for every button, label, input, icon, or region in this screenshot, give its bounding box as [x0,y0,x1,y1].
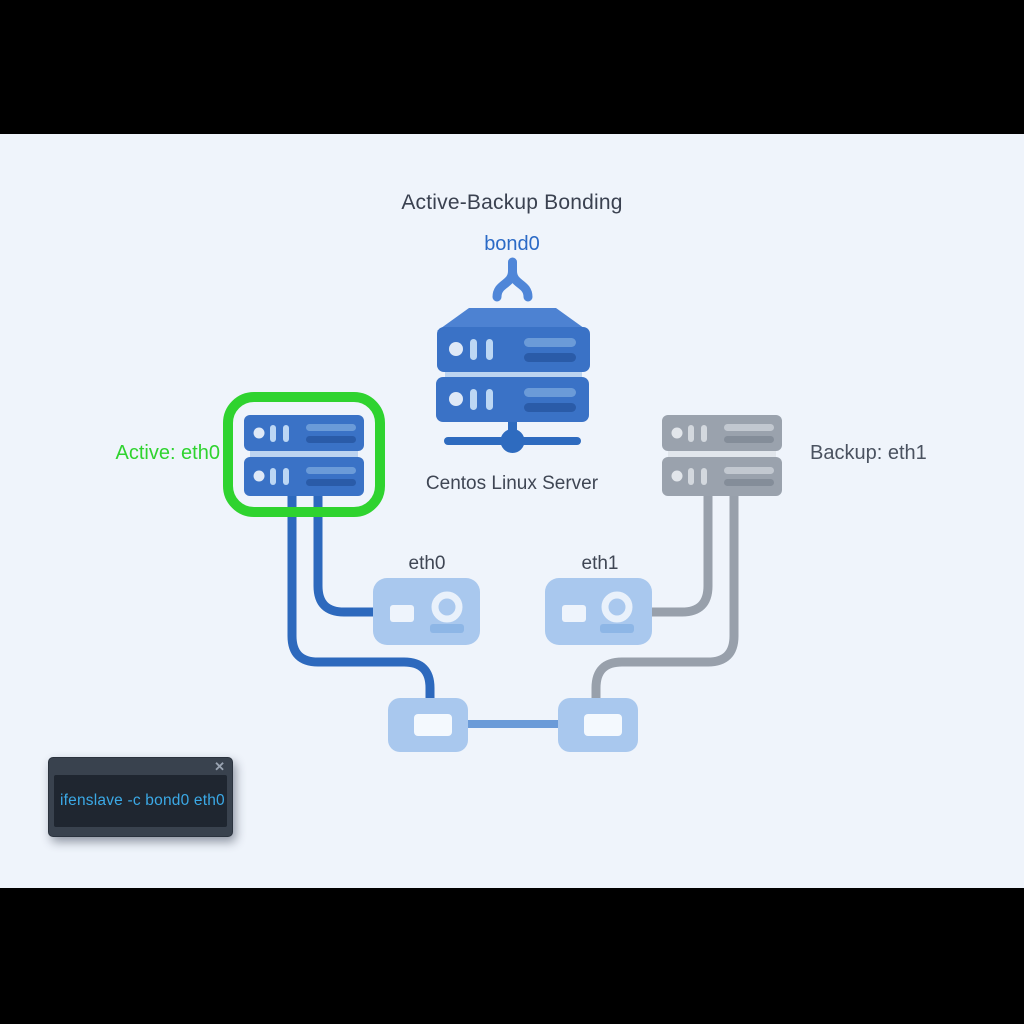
active-link-lines [287,494,435,701]
diagram-canvas: Active-Backup Bonding bond0 Centos Linux… [0,134,1024,888]
terminal-command-text: ifenslave -c bond0 eth0 [60,792,225,809]
active-to-switch-line [287,494,435,701]
centos-server-icon [436,308,590,453]
diagram-title: Active-Backup Bonding [401,191,623,214]
active-eth0-label: Active: eth0 [115,442,220,464]
bonding-diagram-graphic [223,257,782,752]
bond0-label: bond0 [484,233,540,255]
backup-link-lines [591,492,739,701]
nic-eth1-label: eth1 [581,553,619,574]
terminal-titlebar[interactable]: ✕ [49,758,232,775]
close-icon[interactable]: ✕ [214,759,225,774]
active-highlight-outline [223,392,385,517]
backup-server-details [671,424,774,486]
server-front-details [449,338,576,412]
active-to-eth0-line [313,494,374,617]
server-network-node-icon [444,422,581,453]
switch-left-icon [388,698,468,752]
nic-eth0-label: eth0 [408,553,446,574]
nic-eth0-icon [373,578,480,645]
backup-to-switch-line [591,492,739,701]
backup-eth1-label: Backup: eth1 [810,442,927,464]
bottom-letterbox-bar [0,888,1024,1024]
terminal-popup-window: ✕ ifenslave -c bond0 eth0 [48,757,233,837]
active-server-icon [223,392,385,517]
nic-eth1-icon [545,578,652,645]
backup-to-eth1-line [651,492,713,617]
backup-server-icon [662,415,782,496]
bond0-fork-icon [492,257,533,302]
top-letterbox-bar [0,0,1024,134]
active-server-details [253,424,356,486]
terminal-body: ifenslave -c bond0 eth0 [54,775,227,827]
switch-right-icon [558,698,638,752]
centos-server-label: Centos Linux Server [425,473,599,494]
